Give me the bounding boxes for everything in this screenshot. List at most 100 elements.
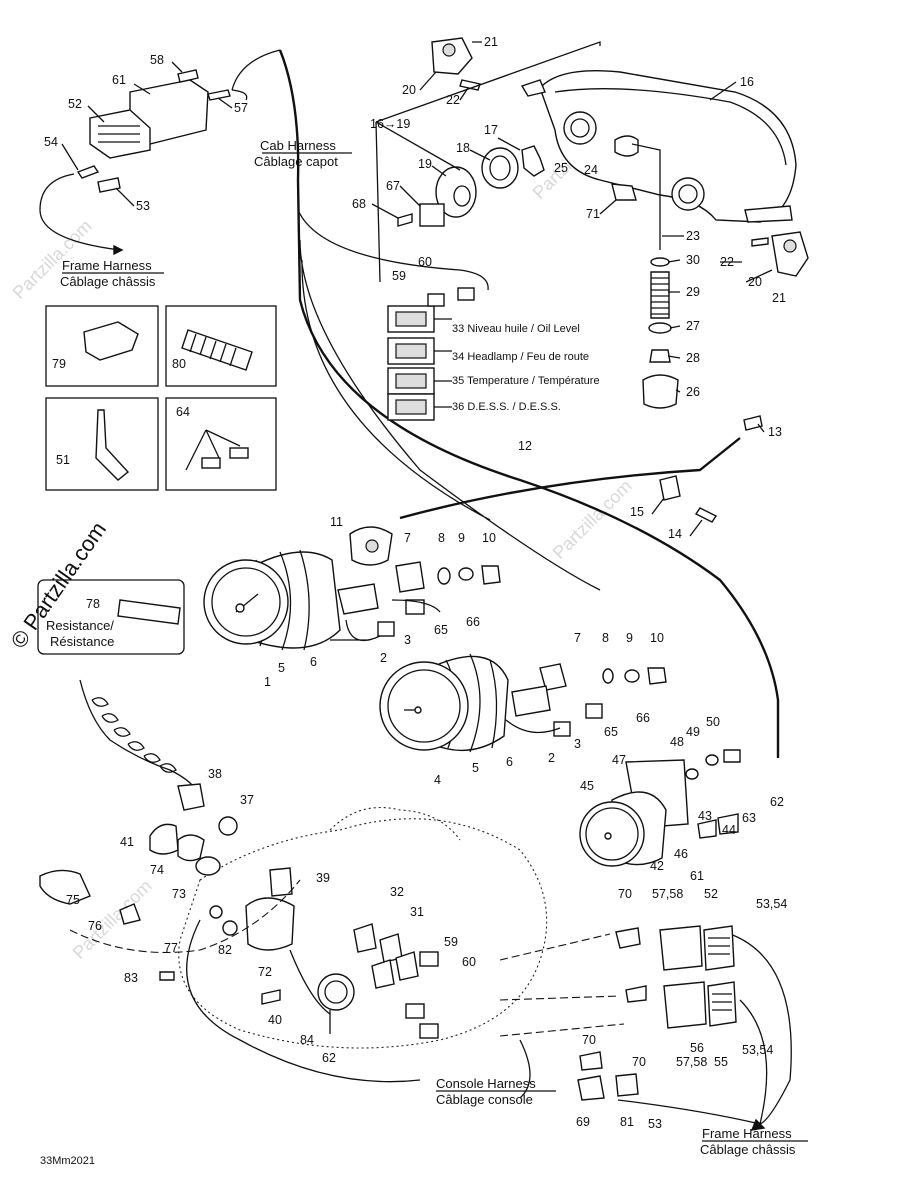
lanyard-coil [79, 679, 197, 791]
callout: 21 [484, 35, 498, 49]
callout: 49 [686, 725, 700, 739]
callout: 53,54 [742, 1043, 773, 1057]
callout: 45 [580, 779, 594, 793]
callout: 10 [482, 531, 496, 545]
grommet [614, 135, 639, 157]
callout: 82 [218, 943, 232, 957]
callout: 22 [446, 93, 460, 107]
callout: 76 [88, 919, 102, 933]
callout: 12 [518, 439, 532, 453]
callout: 52 [704, 887, 718, 901]
dess-plug-75 [39, 869, 91, 905]
callout: 60 [418, 255, 432, 269]
console-harness-label-fr: Câblage console [436, 1092, 533, 1107]
callout: 62 [770, 795, 784, 809]
callout: 40 [268, 1013, 282, 1027]
clip [611, 183, 637, 201]
callout: 15 [630, 505, 644, 519]
indicator-label: 35 Temperature / Température [452, 375, 600, 387]
callout-labels: 21 20 22 16 16→19 17 18 19 25 24 67 68 7… [44, 35, 787, 1131]
callout: 26 [686, 385, 700, 399]
callout: 6 [310, 655, 317, 669]
callout: 77 [164, 941, 178, 955]
callout: 66 [636, 711, 650, 725]
callout: 9 [458, 531, 465, 545]
resistance-label: Resistance/ [46, 618, 114, 633]
connector-housing-56 [663, 981, 707, 1029]
callout: 60 [462, 955, 476, 969]
callout: 46 [674, 847, 688, 861]
inset-box [45, 305, 159, 387]
callout: 16→19 [370, 117, 410, 131]
callout: 53 [648, 1117, 662, 1131]
callout: 70 [582, 1033, 596, 1047]
callout: 23 [686, 229, 700, 243]
callout: 61 [690, 869, 704, 883]
callout: 57 [234, 101, 248, 115]
frame-harness-label-2-fr: Câblage châssis [700, 1142, 796, 1157]
callout: 63 [742, 811, 756, 825]
callout: 54 [44, 135, 58, 149]
callout: 71 [586, 207, 600, 221]
callout: 81 [620, 1115, 634, 1129]
callout: 47 [612, 753, 626, 767]
indicator-lights [387, 305, 435, 421]
callout: 59 [444, 935, 458, 949]
resistance-label-fr: Résistance [50, 634, 114, 649]
callout: 48 [670, 735, 684, 749]
callout: 65 [604, 725, 618, 739]
callout: 8 [438, 531, 445, 545]
gauge-2 [379, 653, 509, 753]
callout: 66 [466, 615, 480, 629]
callout: 62 [322, 1051, 336, 1065]
callout: 32 [390, 885, 404, 899]
callout: 52 [68, 97, 82, 111]
callout: 5 [278, 661, 285, 675]
callout: 56 [690, 1041, 704, 1055]
hood-outline [178, 818, 548, 1049]
callout: 73 [172, 887, 186, 901]
callout: 24 [584, 163, 598, 177]
callout: 3 [574, 737, 581, 751]
bracket-7 [395, 561, 425, 593]
cab-harness-label: Cab Harness [260, 138, 336, 153]
callout: 65 [434, 623, 448, 637]
indicator-label: 36 D.E.S.S. / D.E.S.S. [452, 401, 561, 413]
callout: 20 [402, 83, 416, 97]
callout: 84 [300, 1033, 314, 1047]
callout: 70 [618, 887, 632, 901]
callout: 17 [484, 123, 498, 137]
gauge-3 [579, 791, 667, 867]
cab-harness-label-fr: Câblage capot [254, 154, 338, 169]
cable-tie-51 [95, 409, 130, 481]
callout: 79 [52, 357, 66, 371]
ignition-switch [245, 897, 295, 951]
sleeve-80 [181, 329, 253, 371]
callout: 25 [554, 161, 568, 175]
connector-block-55 [707, 981, 737, 1027]
connector-block-52 [703, 925, 735, 971]
bulb [521, 145, 545, 177]
callout: 30 [686, 253, 700, 267]
callout: 9 [626, 631, 633, 645]
callout: 53 [136, 199, 150, 213]
connector [419, 203, 445, 227]
callout: 16 [740, 75, 754, 89]
inset-box [165, 305, 277, 387]
cable-12 [399, 437, 741, 520]
callout: 61 [112, 73, 126, 87]
frame-harness-label-2: Frame Harness [702, 1126, 792, 1141]
callout: 51 [56, 453, 70, 467]
callout: 14 [668, 527, 682, 541]
callout: 8 [602, 631, 609, 645]
callout: 3 [404, 633, 411, 647]
callout: 58 [150, 53, 164, 67]
callout: 80 [172, 357, 186, 371]
callout: 21 [772, 291, 786, 305]
bracket-79 [83, 321, 139, 361]
diagram-code: 33Mm2021 [40, 1155, 95, 1167]
callout: 5 [472, 761, 479, 775]
callout: 83 [124, 971, 138, 985]
callout: 10 [650, 631, 664, 645]
